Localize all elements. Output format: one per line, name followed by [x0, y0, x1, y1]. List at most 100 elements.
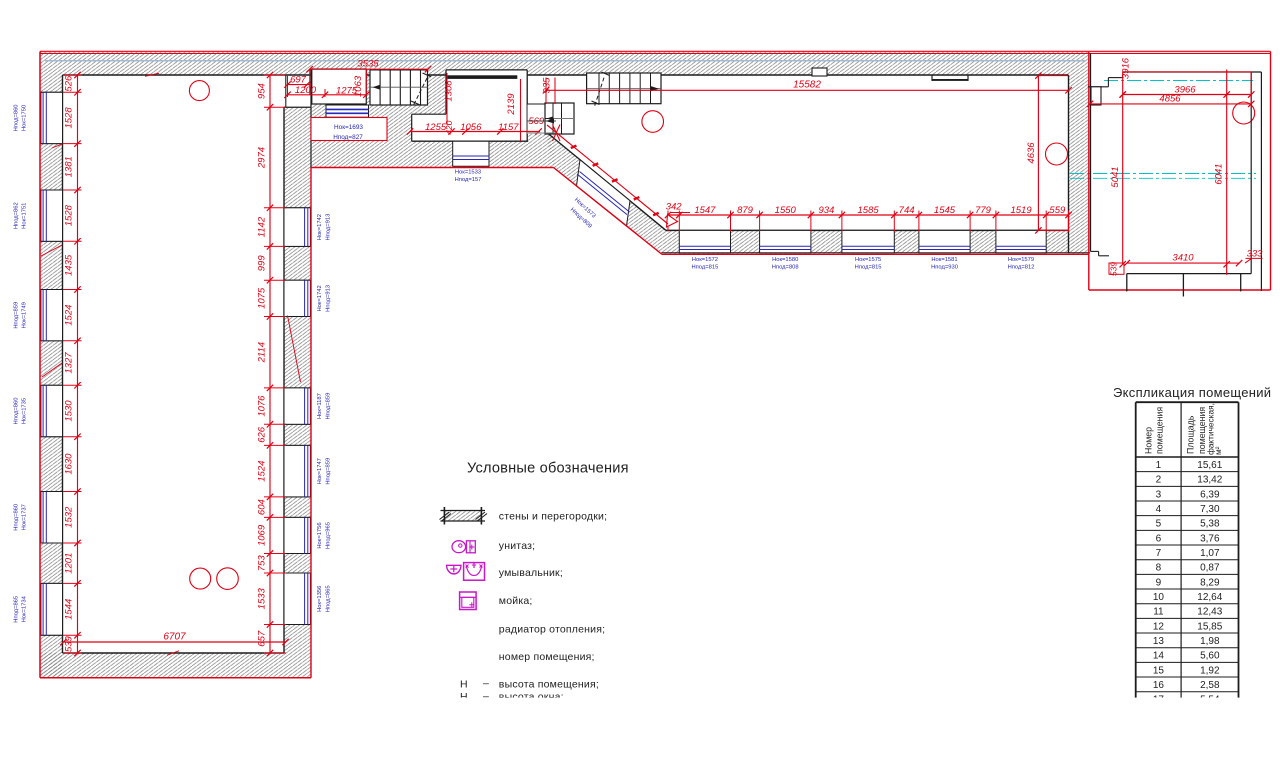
svg-text:7,30: 7,30 — [1200, 504, 1220, 515]
svg-text:–: – — [483, 678, 489, 690]
svg-text:1381: 1381 — [64, 156, 75, 177]
svg-text:Н: Н — [460, 678, 468, 690]
svg-text:Экспликация помещений: Экспликация помещений — [1113, 385, 1271, 400]
svg-text:2974: 2974 — [257, 147, 268, 169]
svg-text:14: 14 — [1153, 651, 1165, 662]
svg-text:15582: 15582 — [793, 80, 821, 91]
svg-text:1076: 1076 — [257, 395, 268, 417]
svg-text:4636: 4636 — [1026, 142, 1037, 164]
svg-text:Hпод=859: Hпод=859 — [14, 302, 20, 329]
svg-text:Hок=1187: Hок=1187 — [317, 393, 323, 419]
svg-text:Hок=1581: Hок=1581 — [931, 257, 957, 263]
svg-text:4: 4 — [1156, 504, 1162, 515]
svg-text:Hпод=865: Hпод=865 — [326, 585, 332, 612]
svg-text:Hпод=913: Hпод=913 — [326, 285, 332, 312]
svg-text:3916: 3916 — [1121, 57, 1132, 79]
svg-text:Площадь: Площадь — [1186, 415, 1196, 454]
svg-text:1,98: 1,98 — [1200, 636, 1220, 647]
svg-text:2: 2 — [1156, 475, 1162, 486]
svg-text:1201: 1201 — [64, 553, 75, 574]
svg-text:539: 539 — [1109, 262, 1119, 276]
svg-text:2114: 2114 — [257, 342, 268, 363]
svg-text:номер помещения;: номер помещения; — [499, 651, 595, 663]
svg-text:1550: 1550 — [775, 205, 797, 216]
svg-text:4856: 4856 — [1159, 94, 1181, 105]
svg-text:1528: 1528 — [64, 107, 75, 129]
svg-text:Hок=1533: Hок=1533 — [455, 170, 481, 176]
svg-text:1308: 1308 — [444, 80, 455, 102]
svg-text:1056: 1056 — [460, 122, 482, 133]
svg-text:Hпод=913: Hпод=913 — [326, 214, 332, 241]
svg-text:Hпод=860: Hпод=860 — [14, 104, 20, 131]
svg-text:Hок=1749: Hок=1749 — [22, 302, 28, 328]
svg-text:Hпод=815: Hпод=815 — [691, 265, 718, 271]
svg-text:5041: 5041 — [1110, 166, 1121, 187]
svg-text:1275: 1275 — [336, 85, 358, 96]
svg-text:Hок=1735: Hок=1735 — [22, 398, 28, 424]
svg-text:Hок=1693: Hок=1693 — [334, 124, 363, 131]
svg-text:526: 526 — [64, 75, 75, 92]
svg-text:3,76: 3,76 — [1200, 533, 1220, 544]
svg-text:–: – — [483, 691, 489, 703]
svg-text:999: 999 — [257, 255, 268, 272]
svg-text:Hпод=860: Hпод=860 — [14, 398, 20, 425]
svg-text:1075: 1075 — [257, 287, 268, 309]
svg-text:8,29: 8,29 — [1200, 577, 1220, 588]
svg-text:753: 753 — [257, 555, 268, 572]
svg-text:1435: 1435 — [64, 254, 75, 276]
svg-text:10: 10 — [1153, 592, 1165, 603]
svg-text:954: 954 — [257, 83, 268, 99]
svg-text:13: 13 — [1153, 636, 1165, 647]
svg-text:помещения: помещения — [1197, 407, 1207, 454]
svg-text:Hок=1575: Hок=1575 — [855, 257, 881, 263]
svg-text:1532: 1532 — [64, 506, 75, 528]
svg-text:1545: 1545 — [934, 205, 956, 216]
svg-text:11: 11 — [1153, 607, 1164, 618]
svg-text:2139: 2139 — [506, 93, 517, 116]
svg-text:Hпод=860: Hпод=860 — [14, 504, 20, 531]
svg-text:мойка;: мойка; — [499, 595, 533, 607]
svg-text:Hпод=812: Hпод=812 — [1008, 265, 1035, 271]
svg-text:Hок=1734: Hок=1734 — [22, 595, 28, 622]
svg-text:1069: 1069 — [257, 524, 268, 546]
svg-text:1: 1 — [1156, 460, 1162, 471]
svg-text:Н: Н — [460, 691, 468, 703]
svg-text:15,61: 15,61 — [1197, 460, 1222, 471]
svg-text:1533: 1533 — [257, 587, 268, 609]
svg-text:1200: 1200 — [295, 85, 317, 96]
svg-text:420: 420 — [444, 120, 454, 134]
svg-text:1327: 1327 — [64, 352, 75, 374]
svg-text:стены и перегородки;: стены и перегородки; — [499, 511, 607, 523]
svg-text:12,43: 12,43 — [1197, 607, 1222, 618]
svg-text:Hпод=865: Hпод=865 — [14, 596, 20, 623]
svg-text:Условные обозначения: Условные обозначения — [467, 461, 629, 477]
svg-text:3535: 3535 — [357, 59, 379, 70]
svg-text:15: 15 — [1153, 665, 1165, 676]
svg-text:Hпод=859: Hпод=859 — [326, 393, 332, 420]
svg-text:1,92: 1,92 — [1200, 665, 1220, 676]
svg-text:1142: 1142 — [257, 216, 268, 237]
svg-text:342: 342 — [666, 202, 683, 213]
svg-text:5,38: 5,38 — [1200, 519, 1220, 530]
svg-text:0,87: 0,87 — [1200, 563, 1220, 574]
svg-text:умывальник;: умывальник; — [499, 567, 563, 579]
svg-text:1,07: 1,07 — [1200, 548, 1220, 559]
svg-text:569: 569 — [528, 116, 545, 127]
svg-text:6: 6 — [1156, 533, 1162, 544]
svg-text:Hок=1572: Hок=1572 — [692, 257, 718, 263]
svg-text:5,60: 5,60 — [1200, 651, 1220, 662]
svg-text:Hпод=930: Hпод=930 — [931, 265, 958, 271]
svg-text:657: 657 — [257, 630, 268, 647]
svg-text:6041: 6041 — [1214, 163, 1225, 184]
svg-text:1630: 1630 — [64, 453, 75, 475]
svg-text:15,85: 15,85 — [1197, 621, 1222, 632]
svg-text:13,42: 13,42 — [1197, 475, 1222, 486]
svg-text:1157: 1157 — [498, 122, 519, 133]
svg-text:3410: 3410 — [1172, 253, 1194, 264]
svg-text:1585: 1585 — [858, 205, 880, 216]
svg-text:помещения: помещения — [1155, 407, 1165, 454]
svg-text:1530: 1530 — [64, 400, 75, 422]
svg-text:3: 3 — [1156, 489, 1162, 500]
svg-text:Hок=1579: Hок=1579 — [1008, 257, 1034, 263]
svg-text:Hок=1356: Hок=1356 — [317, 586, 323, 612]
